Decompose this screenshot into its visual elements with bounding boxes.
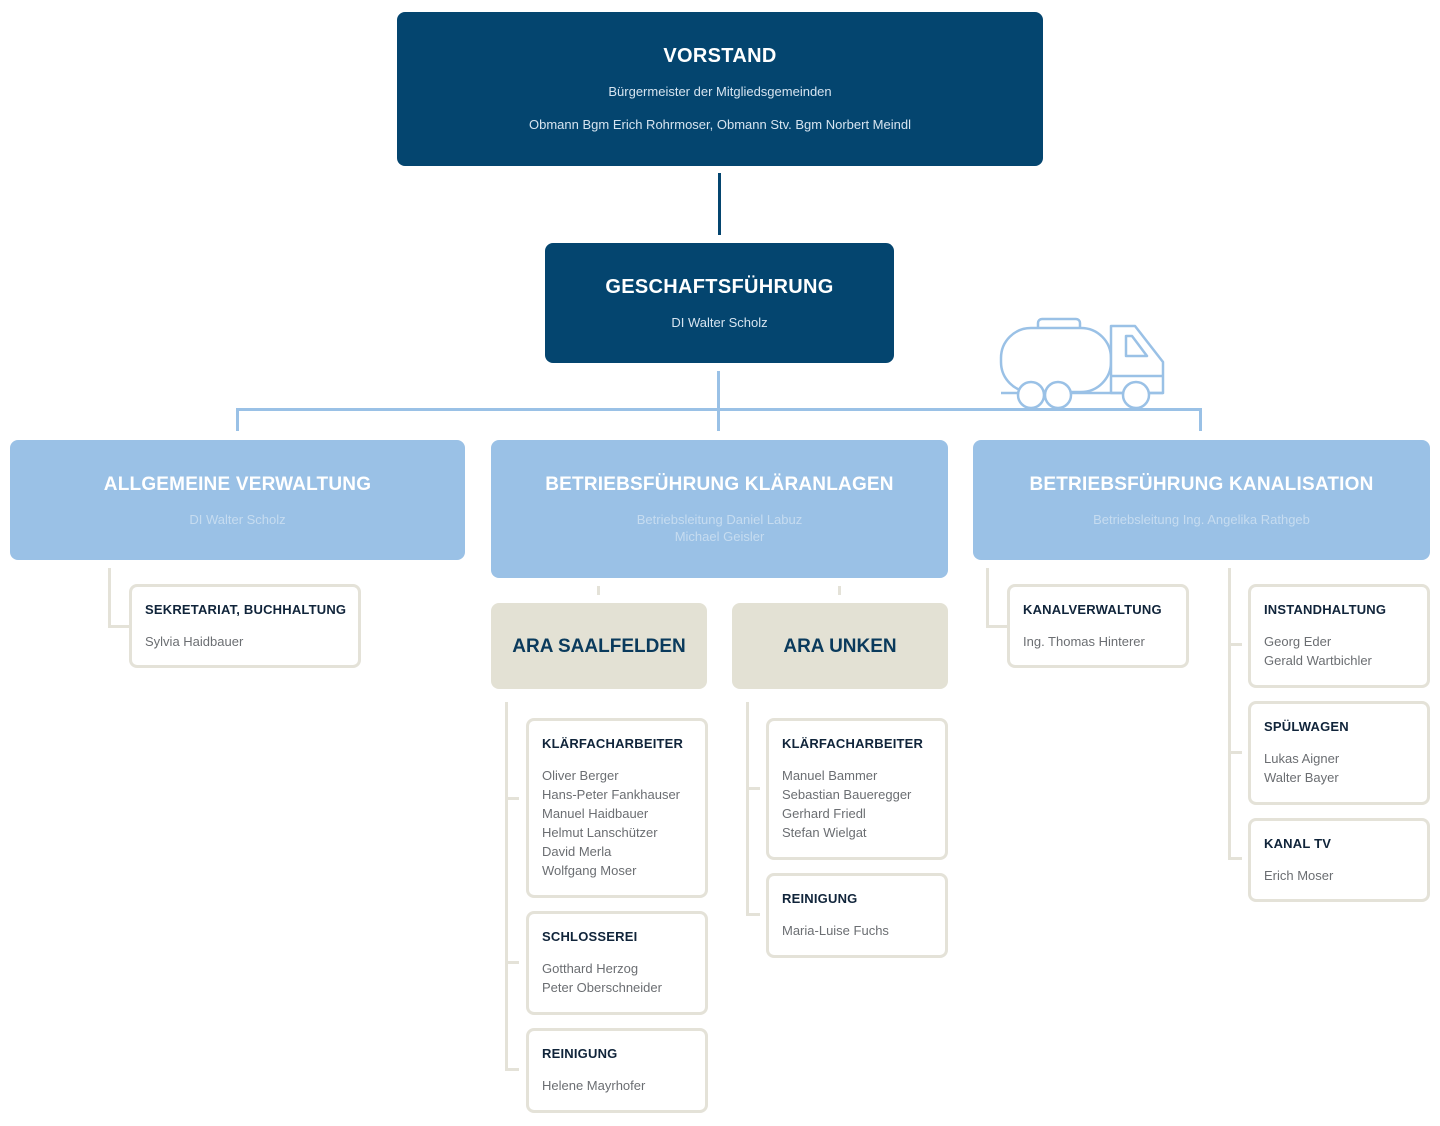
card-names: Sylvia Haidbauer xyxy=(145,632,358,651)
geschaeftsfuehrung-sub: DI Walter Scholz xyxy=(671,315,768,330)
card-names: Gotthard Herzog Peter Oberschneider xyxy=(542,959,705,997)
geschaeftsfuehrung-box: GESCHAFTSFÜHRUNG DI Walter Scholz xyxy=(545,243,894,363)
card-title: KANAL TV xyxy=(1264,836,1332,851)
person-name: Sebastian Baueregger xyxy=(782,787,912,802)
kanalisation-box: BETRIEBSFÜHRUNG KANALISATION Betriebslei… xyxy=(973,440,1430,560)
ara-saalfelden-box: ARA SAALFELDEN xyxy=(491,603,707,689)
person-name: Peter Oberschneider xyxy=(542,980,662,995)
card-title: INSTANDHALTUNG xyxy=(1264,602,1387,617)
card-title: SEKRETARIAT, BUCHHALTUNG xyxy=(145,602,347,617)
connector-kanal-right-tick-1 xyxy=(1228,643,1242,646)
person-name: Sylvia Haidbauer xyxy=(145,634,244,649)
person-name: Lukas Aigner xyxy=(1264,751,1340,766)
person-name: Walter Bayer xyxy=(1264,770,1339,785)
card-kanal-tv: KANAL TV Erich Moser xyxy=(1248,818,1430,902)
connector-saalfelden-vertical xyxy=(505,702,508,1070)
person-name: Georg Eder xyxy=(1264,634,1332,649)
klaeranlagen-box: BETRIEBSFÜHRUNG KLÄRANLAGEN Betriebsleit… xyxy=(491,440,948,578)
verwaltung-title: ALLGEMEINE VERWALTUNG xyxy=(103,474,372,495)
connector-kanal-left-tick xyxy=(986,625,1008,628)
card-title: KLÄRFACHARBEITER xyxy=(782,736,924,751)
connector-kanal-right-tick-2 xyxy=(1228,751,1242,754)
connector-horizontal xyxy=(236,408,1202,411)
klaeranlagen-sub1: Betriebsleitung Daniel Labuz xyxy=(636,512,803,527)
connector-kanal-left-vertical xyxy=(986,568,989,628)
vorstand-line2: Obmann Bgm Erich Rohrmoser, Obmann Stv. … xyxy=(529,117,911,132)
vorstand-title: VORSTAND xyxy=(663,45,777,67)
connector-saalfelden-tick-2 xyxy=(505,961,519,964)
person-name: Helene Mayrhofer xyxy=(542,1078,646,1093)
person-name: Stefan Wielgat xyxy=(782,825,867,840)
connector-gf-down xyxy=(717,371,720,431)
kanalisation-title: BETRIEBSFÜHRUNG KANALISATION xyxy=(1029,474,1374,495)
connector-right-drop xyxy=(1199,408,1202,431)
card-sekretariat: SEKRETARIAT, BUCHHALTUNG Sylvia Haidbaue… xyxy=(129,584,361,668)
connector-saalfelden-tick-3 xyxy=(505,1068,519,1071)
connector-vorstand xyxy=(718,173,721,235)
card-title: KANALVERWALTUNG xyxy=(1023,602,1162,617)
person-name: Ing. Thomas Hinterer xyxy=(1023,634,1145,649)
connector-unken-vertical xyxy=(746,702,749,916)
card-saalfelden-reinigung: REINIGUNG Helene Mayrhofer xyxy=(526,1028,708,1113)
person-name: Manuel Haidbauer xyxy=(542,806,649,821)
connector-kanal-right-vertical xyxy=(1228,568,1231,860)
connector-left-drop xyxy=(236,408,239,431)
card-saalfelden-klaerfacharbeiter: KLÄRFACHARBEITER Oliver Berger Hans-Pete… xyxy=(526,718,708,898)
person-name: David Merla xyxy=(542,844,612,859)
card-unken-klaerfacharbeiter: KLÄRFACHARBEITER Manuel Bammer Sebastian… xyxy=(766,718,948,860)
vorstand-line1: Bürgermeister der Mitgliedsgemeinden xyxy=(608,84,832,99)
ara-saalfelden-title: ARA SAALFELDEN xyxy=(512,636,686,657)
card-names: Maria-Luise Fuchs xyxy=(782,921,945,940)
person-name: Gerhard Friedl xyxy=(782,806,866,821)
card-names: Erich Moser xyxy=(1264,866,1427,885)
person-name: Helmut Lanschützer xyxy=(542,825,658,840)
card-names: Oliver Berger Hans-Peter Fankhauser Manu… xyxy=(542,766,705,880)
connector-saalfelden-tick xyxy=(597,586,600,595)
card-spuelwagen: SPÜLWAGEN Lukas Aigner Walter Bayer xyxy=(1248,701,1430,805)
person-name: Gotthard Herzog xyxy=(542,961,639,976)
connector-unken-tick-1 xyxy=(746,787,760,790)
card-names: Manuel Bammer Sebastian Baueregger Gerha… xyxy=(782,766,945,842)
card-instandhaltung: INSTANDHALTUNG Georg Eder Gerald Wartbic… xyxy=(1248,584,1430,688)
card-title: REINIGUNG xyxy=(542,1046,618,1061)
connector-verwaltung-vertical xyxy=(108,568,111,628)
card-names: Ing. Thomas Hinterer xyxy=(1023,632,1186,651)
vorstand-box: VORSTAND Bürgermeister der Mitgliedsgeme… xyxy=(397,12,1043,166)
person-name: Wolfgang Moser xyxy=(542,863,637,878)
person-name: Hans-Peter Fankhauser xyxy=(542,787,681,802)
card-unken-reinigung: REINIGUNG Maria-Luise Fuchs xyxy=(766,873,948,958)
verwaltung-sub: DI Walter Scholz xyxy=(189,512,286,527)
card-title: SPÜLWAGEN xyxy=(1264,719,1349,734)
person-name: Erich Moser xyxy=(1264,868,1334,883)
klaeranlagen-sub2: Michael Geisler xyxy=(674,529,765,544)
klaeranlagen-title: BETRIEBSFÜHRUNG KLÄRANLAGEN xyxy=(545,474,894,495)
connector-kanal-right-tick-3 xyxy=(1228,857,1242,860)
tanker-truck-icon xyxy=(999,317,1165,410)
person-name: Manuel Bammer xyxy=(782,768,878,783)
person-name: Gerald Wartbichler xyxy=(1264,653,1372,668)
ara-unken-title: ARA UNKEN xyxy=(783,636,897,657)
person-name: Maria-Luise Fuchs xyxy=(782,923,889,938)
card-names: Helene Mayrhofer xyxy=(542,1076,705,1095)
connector-saalfelden-tick-1 xyxy=(505,797,519,800)
card-names: Georg Eder Gerald Wartbichler xyxy=(1264,632,1427,670)
geschaeftsfuehrung-title: GESCHAFTSFÜHRUNG xyxy=(605,276,834,298)
card-title: REINIGUNG xyxy=(782,891,858,906)
card-names: Lukas Aigner Walter Bayer xyxy=(1264,749,1427,787)
connector-verwaltung-tick xyxy=(108,625,130,628)
person-name: Oliver Berger xyxy=(542,768,619,783)
verwaltung-box: ALLGEMEINE VERWALTUNG DI Walter Scholz xyxy=(10,440,465,560)
connector-unken-tick-2 xyxy=(746,913,760,916)
kanalisation-sub: Betriebsleitung Ing. Angelika Rathgeb xyxy=(1093,512,1310,527)
card-title: KLÄRFACHARBEITER xyxy=(542,736,684,751)
ara-unken-box: ARA UNKEN xyxy=(732,603,948,689)
connector-unken-tick xyxy=(838,586,841,595)
card-title: SCHLOSSEREI xyxy=(542,929,638,944)
card-saalfelden-schlosserei: SCHLOSSEREI Gotthard Herzog Peter Obersc… xyxy=(526,911,708,1015)
card-kanalverwaltung: KANALVERWALTUNG Ing. Thomas Hinterer xyxy=(1007,584,1189,668)
